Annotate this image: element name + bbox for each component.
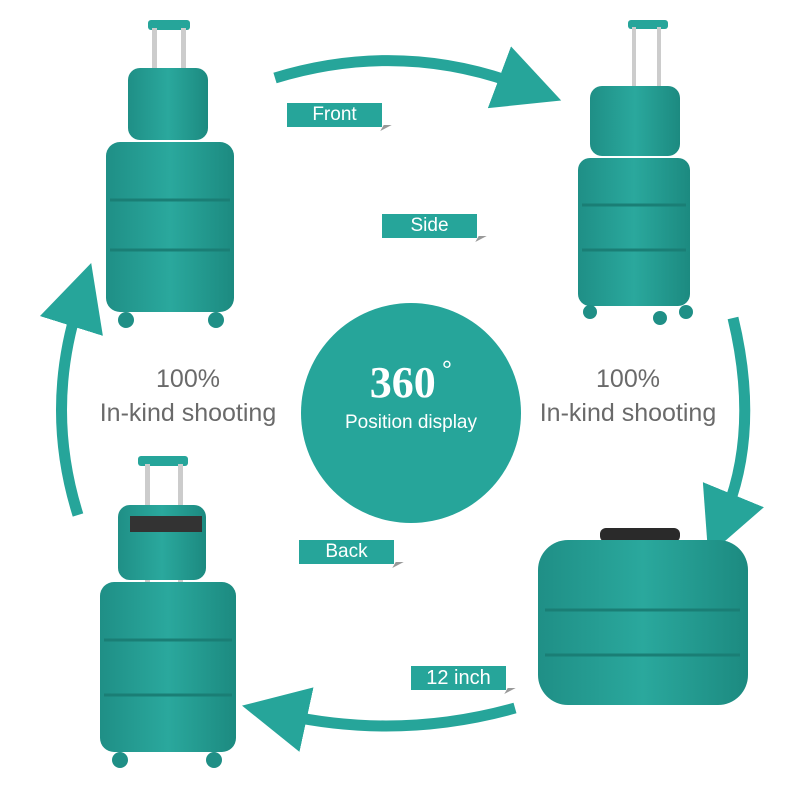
- right-caption: 100% In-kind shooting: [513, 362, 743, 430]
- degree-symbol: °: [441, 355, 453, 385]
- degrees-value: 360: [369, 358, 436, 407]
- suitcase-back: [100, 456, 236, 768]
- left-caption-percent: 100%: [156, 365, 220, 393]
- arrow-left: [39, 263, 103, 517]
- arrow-top: [273, 46, 562, 109]
- side-label: Side: [382, 214, 477, 238]
- arrow-bottom: [242, 687, 517, 752]
- left-caption: 100% In-kind shooting: [73, 362, 303, 430]
- right-caption-percent: 100%: [596, 365, 660, 393]
- back-label: Back: [299, 540, 394, 564]
- arrow-right: [702, 316, 764, 556]
- degrees-heading: 360°: [301, 355, 521, 408]
- suitcase-side: [578, 20, 693, 325]
- size-label: 12 inch: [411, 666, 506, 690]
- suitcase-front: [106, 20, 234, 328]
- left-caption-text: In-kind shooting: [99, 399, 277, 427]
- right-caption-text: In-kind shooting: [539, 399, 717, 427]
- front-label: Front: [287, 103, 382, 127]
- center-badge: 360° Position display: [301, 303, 521, 523]
- vanity-case: [538, 528, 748, 705]
- position-display-text: Position display: [344, 412, 478, 433]
